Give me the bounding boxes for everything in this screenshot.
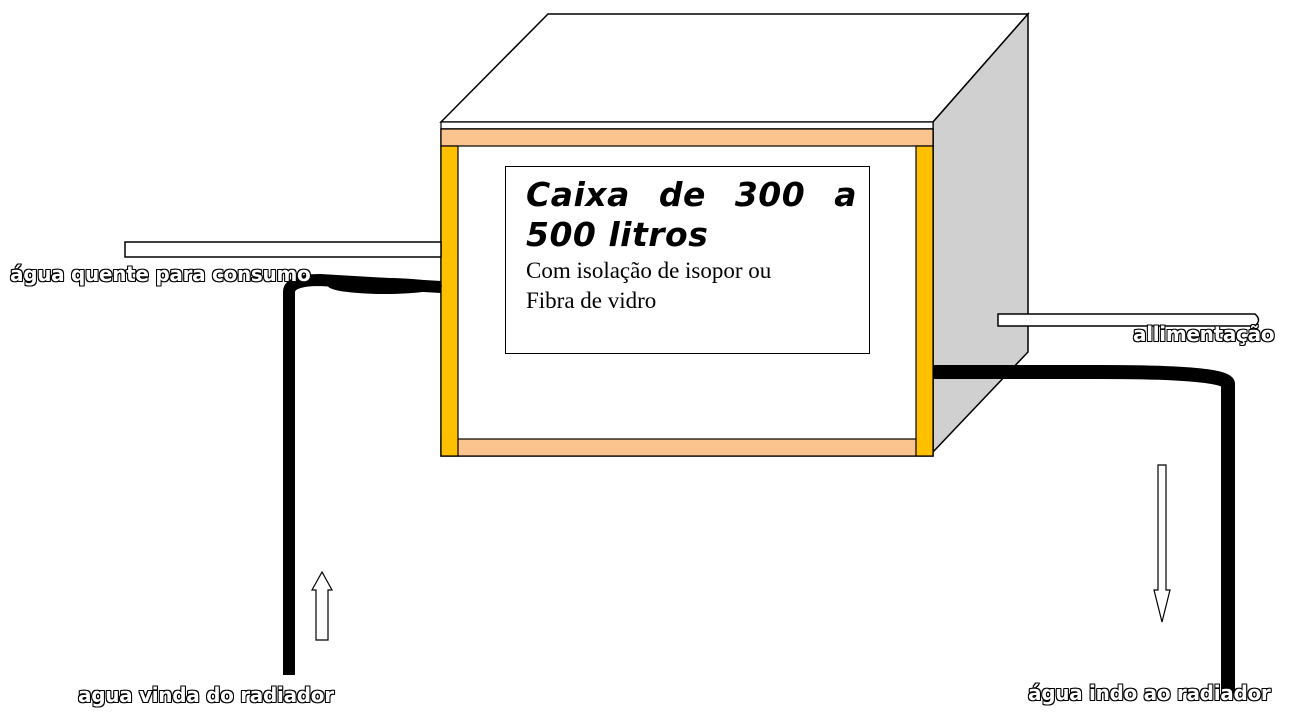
- tank-title-word: a: [834, 175, 857, 214]
- label-supply: allimentação: [1132, 321, 1275, 346]
- insulation-bottom-bar: [440, 438, 934, 457]
- insulation-left-bar: [440, 145, 459, 457]
- hot-water-outlet-pipe: [124, 241, 442, 258]
- supply-pipe: [997, 313, 1260, 327]
- insulation-top-bar: [440, 128, 934, 147]
- tank-title-line-2: 500 litros: [526, 215, 709, 254]
- tank-subtitle-line-1: Com isolação de isopor ou: [526, 258, 772, 283]
- up-arrow: [310, 570, 334, 641]
- tank-subtitle-line-2: Fibra de vidro: [526, 288, 657, 313]
- tank-description-box: Caixa de 300 a 500 litros Com isolação d…: [505, 166, 870, 354]
- insulation-right-bar: [915, 145, 934, 457]
- tank-title-word: Caixa: [526, 175, 630, 214]
- pipe-to-radiator: [933, 365, 1235, 694]
- label-from-radiator: agua vinda do radiador: [77, 682, 334, 707]
- down-arrow: [1153, 464, 1171, 623]
- tank-title-line-1: Caixa de 300 a: [526, 175, 859, 215]
- box-top-face: [439, 13, 1030, 123]
- tank-title-word: 300: [734, 175, 806, 214]
- label-to-radiator: água indo ao radiador: [1027, 680, 1271, 705]
- pipe-from-radiator-bend: [328, 278, 442, 294]
- box-lid: [440, 121, 934, 130]
- pipe-from-radiator: [283, 274, 442, 675]
- label-hot-water-out: água quente para consumo: [9, 261, 311, 286]
- tank-title-word: de: [658, 175, 706, 214]
